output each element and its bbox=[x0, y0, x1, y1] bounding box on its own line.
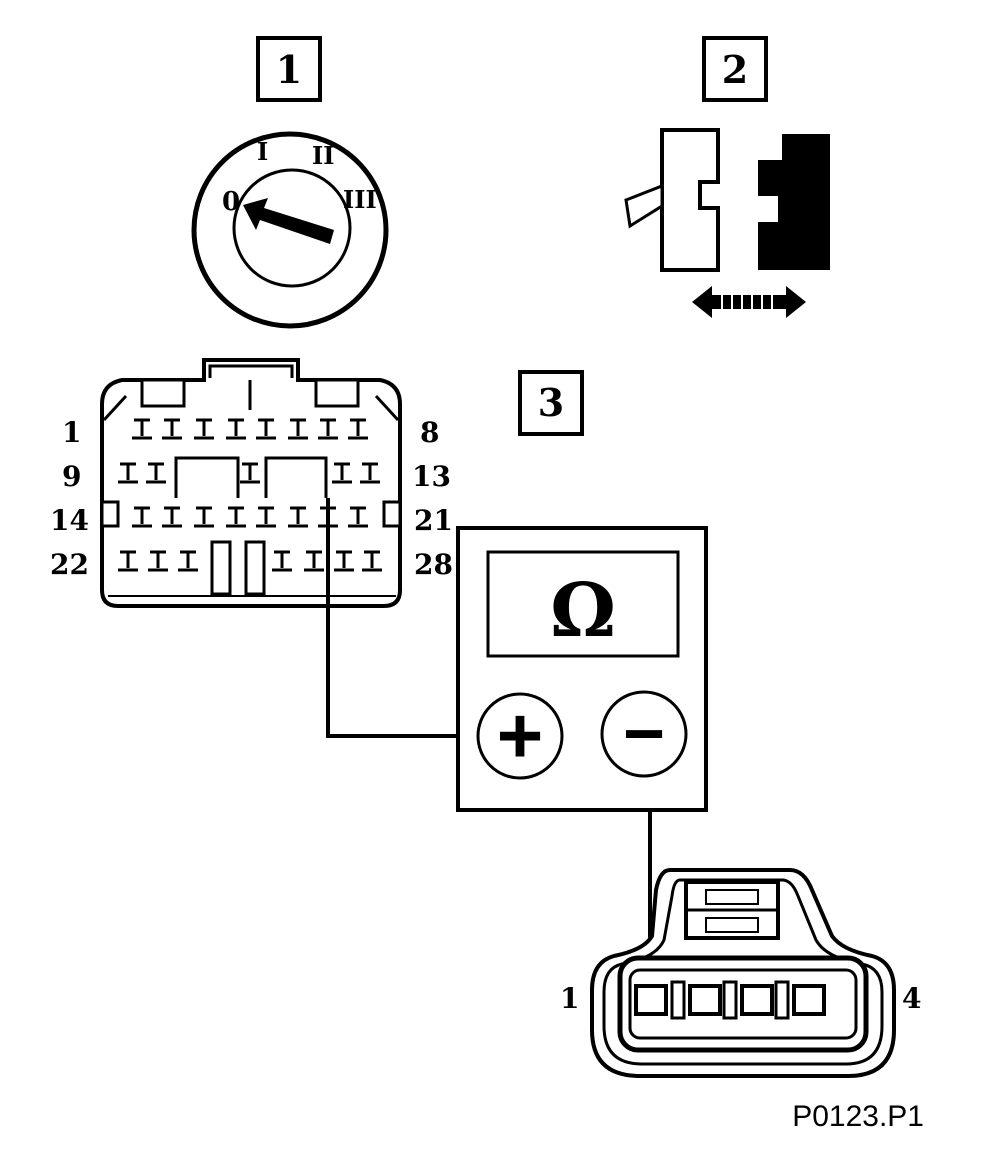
pin-label-1: 1 bbox=[62, 416, 81, 449]
ohmmeter: Ω + − bbox=[456, 526, 708, 812]
sensor-pin-label-1: 1 bbox=[560, 982, 579, 1015]
ignition-position-3: III bbox=[343, 185, 377, 214]
pin-label-14: 14 bbox=[50, 504, 89, 537]
ignition-switch-icon: 0 I II III bbox=[191, 131, 389, 329]
ignition-position-2: II bbox=[312, 141, 334, 170]
pin-label-9: 9 bbox=[62, 460, 81, 493]
pin-label-13: 13 bbox=[412, 460, 451, 493]
figure-code: P0123.P1 bbox=[792, 1100, 924, 1133]
ignition-position-1: I bbox=[257, 137, 268, 166]
ecu-connector: 1 8 9 13 14 21 22 28 bbox=[50, 358, 453, 608]
svg-text:+: + bbox=[497, 691, 544, 780]
pin-label-28: 28 bbox=[414, 548, 453, 581]
pin-label-8: 8 bbox=[420, 416, 439, 449]
pin-label-22: 22 bbox=[50, 548, 89, 581]
ignition-position-0: 0 bbox=[222, 187, 240, 217]
svg-text:1: 1 bbox=[276, 47, 302, 92]
pin-label-21: 21 bbox=[414, 504, 453, 537]
ohmmeter-display: Ω bbox=[486, 550, 680, 658]
sensor-pin-label-4: 4 bbox=[902, 982, 921, 1015]
svg-text:3: 3 bbox=[538, 380, 564, 425]
step-3-label: 3 bbox=[518, 370, 584, 436]
step-1-label: 1 bbox=[256, 36, 322, 102]
positive-terminal: + bbox=[476, 691, 564, 780]
ohm-symbol: Ω bbox=[550, 568, 616, 654]
disconnect-connector-icon bbox=[624, 128, 830, 318]
double-arrow-icon bbox=[692, 286, 806, 318]
svg-text:−: − bbox=[623, 694, 665, 774]
positive-test-lead bbox=[326, 498, 478, 738]
svg-text:2: 2 bbox=[722, 47, 748, 92]
sensor-connector: 1 4 bbox=[560, 868, 921, 1078]
step-2-label: 2 bbox=[702, 36, 768, 102]
negative-terminal: − bbox=[600, 690, 688, 778]
